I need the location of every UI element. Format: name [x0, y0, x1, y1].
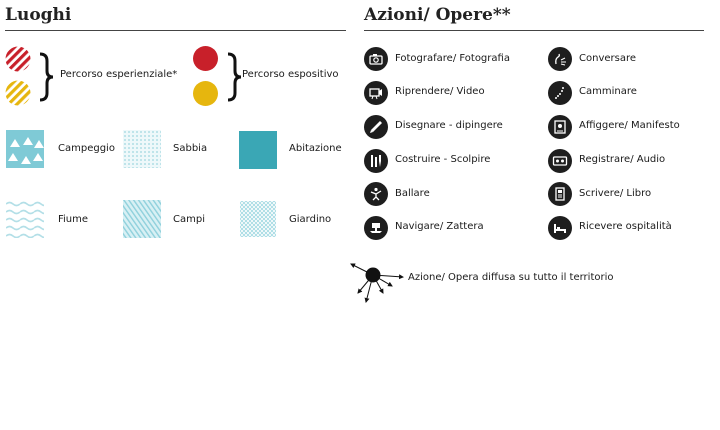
- abitazione-swatch: [239, 131, 277, 169]
- fiume-swatch: [6, 200, 44, 238]
- brace-icon: [36, 52, 56, 102]
- yellow-striped-circle: [5, 80, 31, 106]
- brace-icon: [224, 52, 244, 102]
- action-label-conversare: Conversare: [579, 53, 637, 64]
- giardino-swatch: [240, 201, 276, 237]
- campeggio-label: Campeggio: [58, 143, 115, 154]
- raft-icon: [364, 216, 388, 240]
- action-label-riprendere: Riprendere/ Video: [395, 86, 485, 97]
- camera-icon: [364, 47, 388, 71]
- sabbia-swatch: [123, 130, 161, 168]
- azioni-title: Azioni/ Opere**: [364, 5, 511, 25]
- tape-recorder-icon: [548, 149, 572, 173]
- book-icon: [548, 182, 572, 206]
- sabbia-label: Sabbia: [173, 143, 208, 154]
- action-label-fotografare: Fotografare/ Fotografia: [395, 53, 510, 64]
- brush-icon: [364, 115, 388, 139]
- campeggio-swatch: [6, 130, 44, 168]
- red-solid-circle: [193, 46, 218, 71]
- campi-label: Campi: [173, 214, 205, 225]
- tools-icon: [364, 149, 388, 173]
- action-label-navigare: Navigare/ Zattera: [395, 221, 484, 232]
- campi-swatch: [123, 200, 161, 238]
- action-label-scrivere: Scrivere/ Libro: [579, 188, 652, 199]
- video-camera-icon: [364, 81, 388, 105]
- percorso-espositivo-label: Percorso espositivo: [242, 69, 339, 80]
- dance-icon: [364, 182, 388, 206]
- yellow-solid-circle: [193, 81, 218, 106]
- spread-arrows-icon: [346, 258, 406, 306]
- luoghi-divider: [5, 30, 346, 31]
- conversation-icon: [548, 47, 572, 71]
- fiume-label: Fiume: [58, 214, 89, 225]
- action-label-affiggere: Affiggere/ Manifesto: [579, 120, 680, 131]
- action-label-camminare: Camminare: [579, 86, 637, 97]
- poster-icon: [548, 115, 572, 139]
- giardino-label: Giardino: [289, 214, 332, 225]
- luoghi-title: Luoghi: [5, 5, 72, 25]
- bed-icon: [548, 216, 572, 240]
- action-label-costruire: Costruire - Scolpire: [395, 154, 491, 165]
- abitazione-label: Abitazione: [289, 143, 342, 154]
- azioni-divider: [364, 30, 704, 31]
- action-label-ricevere: Ricevere ospitalità: [579, 221, 672, 232]
- action-label-disegnare: Disegnare - dipingere: [395, 120, 503, 131]
- red-striped-circle: [5, 46, 31, 72]
- footsteps-icon: [548, 81, 572, 105]
- percorso-esperienziale-label: Percorso esperienziale*: [60, 69, 178, 80]
- action-label-registrare: Registrare/ Audio: [579, 154, 666, 165]
- action-label-ballare: Ballare: [395, 188, 430, 199]
- diffusa-label: Azione/ Opera diffusa su tutto il territ…: [408, 272, 614, 283]
